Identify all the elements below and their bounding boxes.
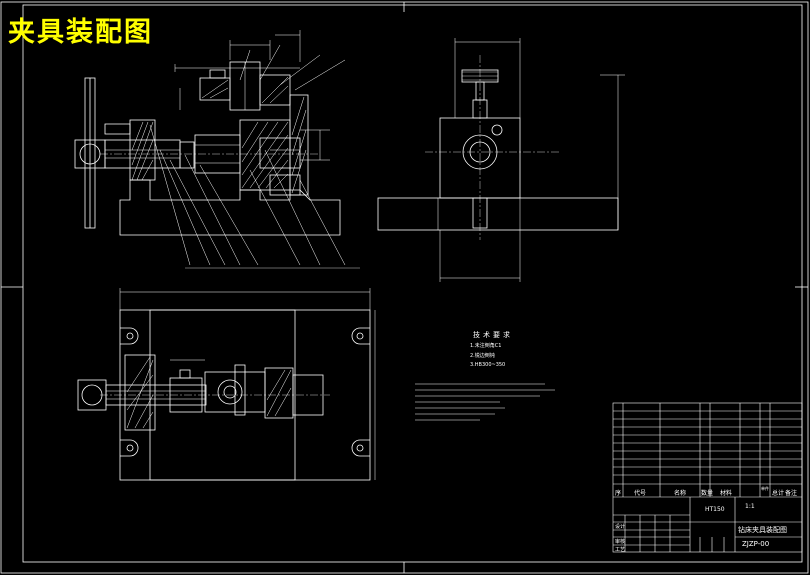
tech-requirements-heading: 技术要求 [473, 331, 513, 339]
check-row: 审核 [615, 539, 626, 545]
header-code: 代号 [634, 490, 647, 497]
front-view [74, 30, 360, 269]
side-view [377, 38, 625, 282]
header-qty: 数量 [701, 490, 714, 497]
inner-frame [22, 4, 803, 563]
header-name: 名称 [674, 490, 687, 497]
drawing-title: 夹具装配图 [8, 17, 153, 48]
title-block [612, 402, 803, 553]
header-seq: 序 [615, 490, 622, 497]
tech-requirement-2: 2.锐边倒钝 [470, 353, 495, 359]
process-row: 工艺 [615, 547, 626, 553]
tech-requirement-3: 3.HB300~350 [470, 362, 506, 368]
design-row: 设计 [615, 524, 626, 530]
scale-cell: 1:1 [745, 503, 755, 510]
notes-lines [415, 383, 555, 421]
header-single: 单件 [761, 486, 769, 491]
drawing-number: ZJZP-00 [742, 540, 770, 548]
header-material: 材料 [720, 490, 733, 497]
material-cell: HT150 [705, 506, 725, 513]
drawing-name: 钻床夹具装配图 [738, 526, 787, 534]
top-view [77, 288, 376, 481]
header-note: 备注 [785, 490, 798, 497]
tech-requirement-1: 1.未注倒角C1 [470, 343, 502, 349]
header-total: 总计 [772, 490, 785, 497]
